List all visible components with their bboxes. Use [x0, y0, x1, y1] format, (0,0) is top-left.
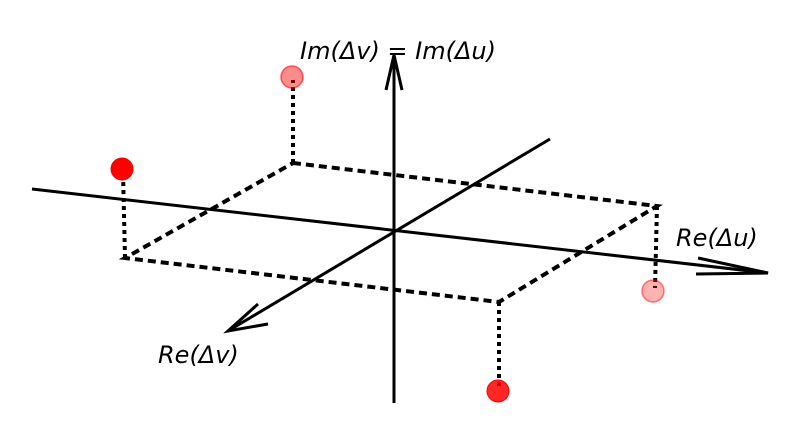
vertical-axis-label: Im(Δv) = Im(Δu) — [300, 37, 496, 65]
point-right — [641, 279, 665, 303]
point-bottom — [486, 379, 510, 403]
depth-axis-line — [227, 137, 551, 333]
dropline-upper-left — [121, 171, 127, 259]
dropline-right — [653, 205, 659, 289]
horizontal-axis-label: Re(Δu) — [676, 224, 758, 252]
point-back-top — [280, 65, 304, 89]
horizontal-axis-arrowhead — [695, 256, 769, 276]
depth-axis-arrowhead — [223, 302, 269, 334]
vertical-axis-arrowhead — [384, 54, 404, 91]
horizontal-axis-line — [31, 187, 769, 275]
point-upper-left — [110, 157, 134, 181]
depth-axis-label: Re(Δv) — [158, 341, 239, 369]
